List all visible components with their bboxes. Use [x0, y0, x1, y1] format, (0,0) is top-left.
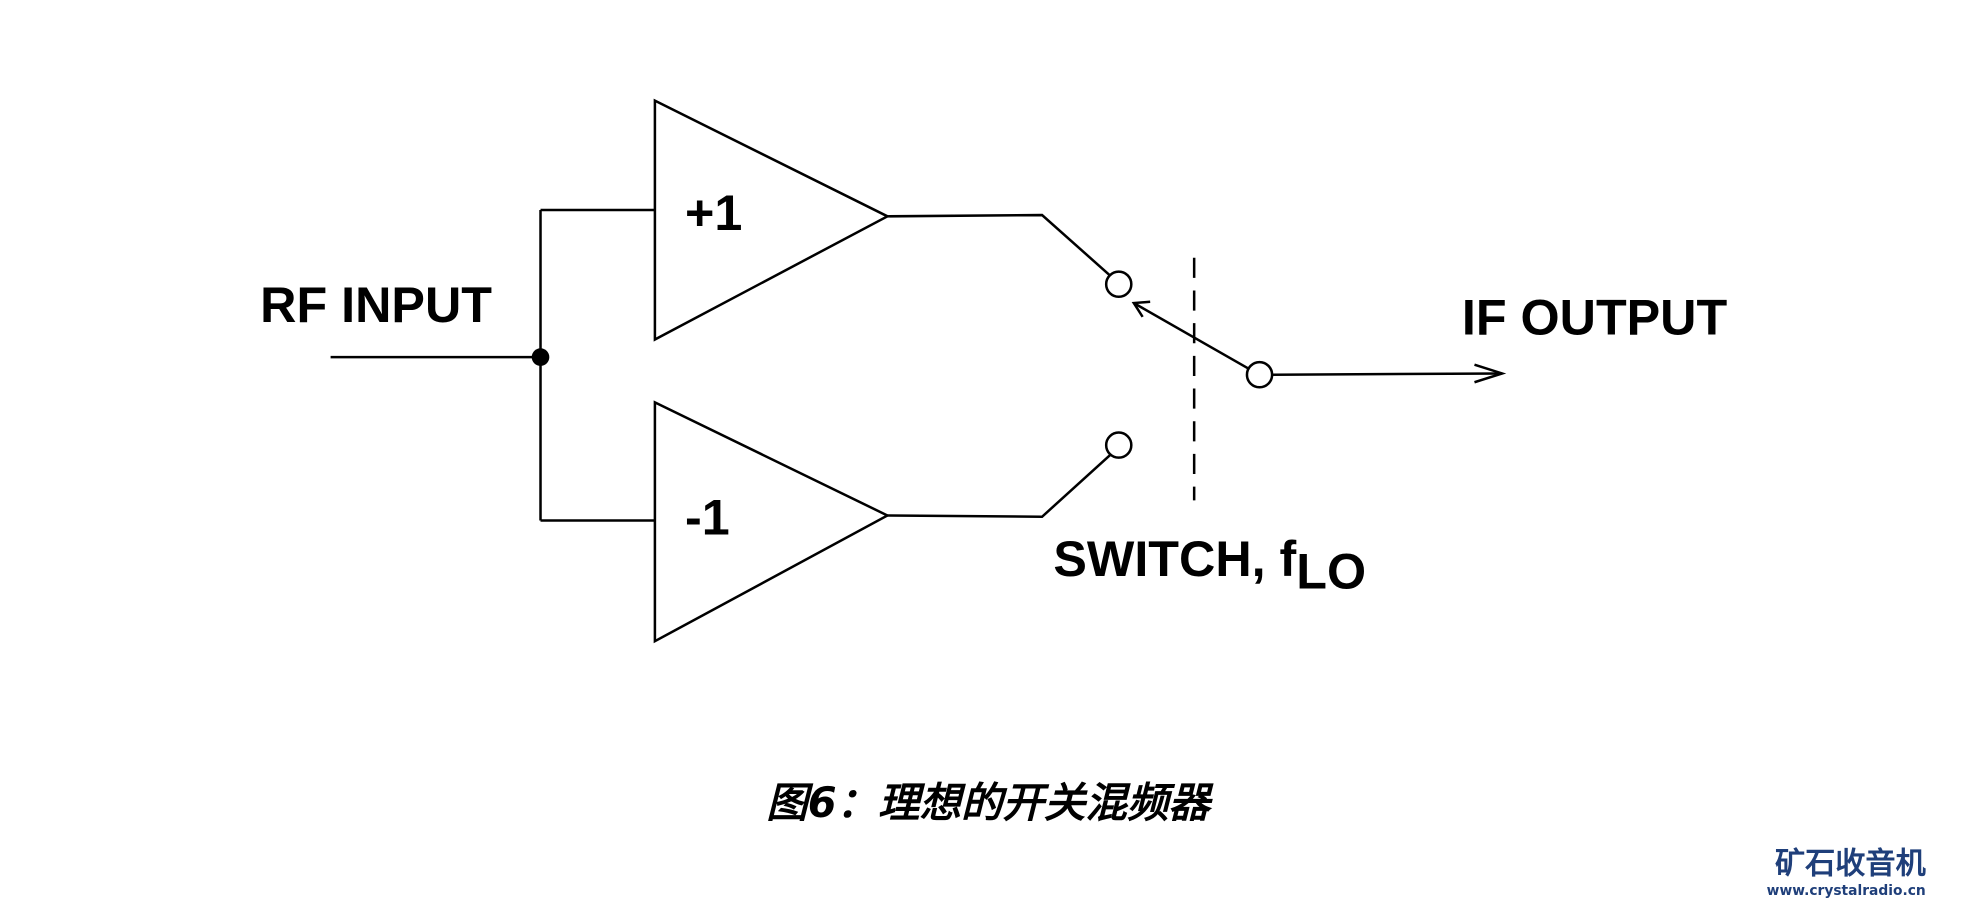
top-amp-output-wire: [887, 213, 1111, 277]
junction-dot: [531, 348, 550, 366]
switch-label-main: SWITCH, f: [1053, 530, 1296, 587]
switch-common-contact: [1245, 360, 1274, 389]
if-output-arrowhead: [1474, 363, 1507, 384]
plus-one-amplifier: [653, 98, 891, 342]
watermark-url: www.crystalradio.cn: [1767, 883, 1926, 899]
if-output-label: IF OUTPUT: [1462, 288, 1728, 345]
figure-caption: 图6：理想的开关混频器: [766, 778, 1214, 827]
rf-input-label: RF INPUT: [260, 276, 492, 333]
minus-one-amplifier: [653, 400, 891, 644]
plus-one-label: +1: [685, 184, 742, 241]
minus-one-label: -1: [685, 488, 730, 545]
switch-bottom-contact: [1104, 431, 1133, 459]
switch-label-subscript: LO: [1296, 542, 1366, 599]
bottom-amp-output-wire: [887, 454, 1111, 519]
switch-top-contact: [1104, 270, 1133, 299]
if-output-wire: [1272, 372, 1503, 376]
switch-label: SWITCH, fLO: [1053, 530, 1366, 600]
switch-arm: [1133, 301, 1249, 370]
watermark-title: 矿石收音机: [1775, 846, 1927, 882]
switch-arm-arrowhead: [1131, 300, 1151, 318]
